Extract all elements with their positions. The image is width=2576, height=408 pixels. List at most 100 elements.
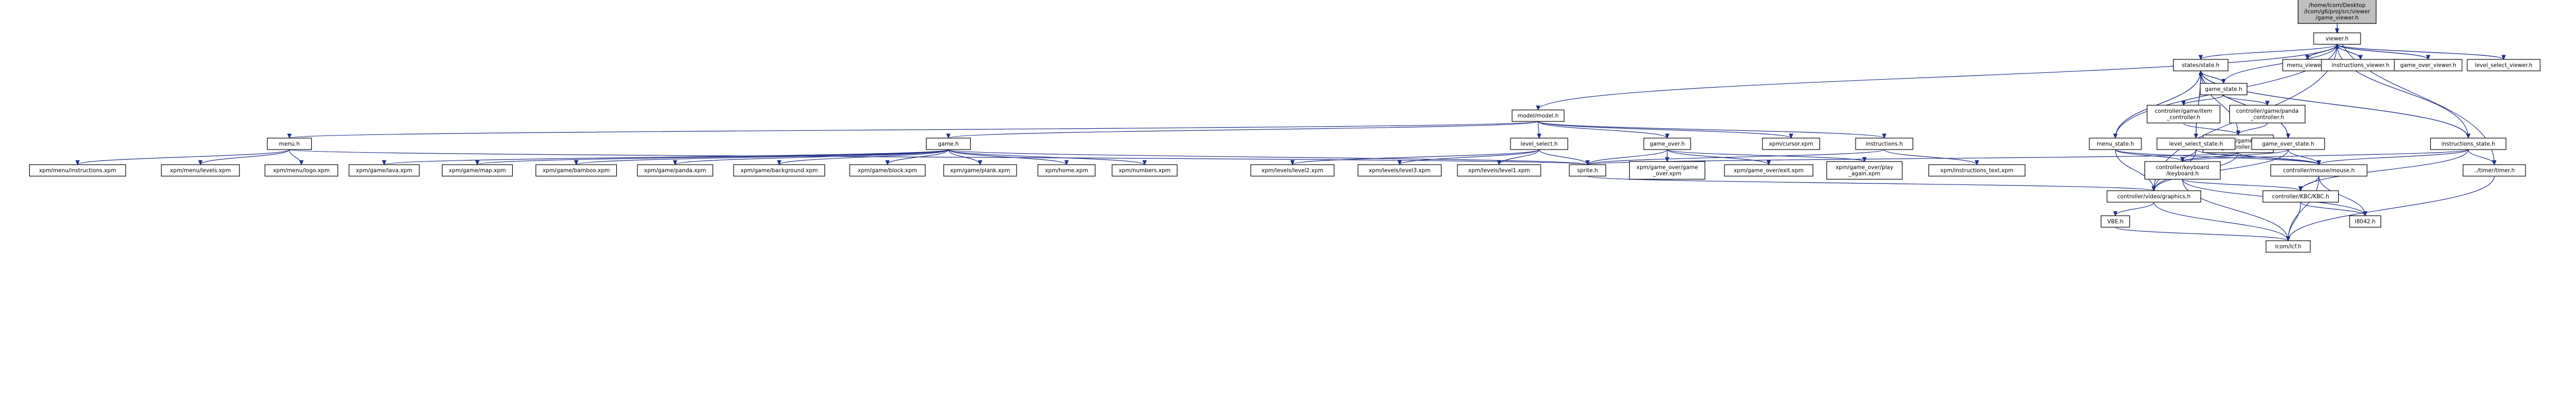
node-label-xpm_home_xpm-0: xpm/home.xpm xyxy=(1045,168,1088,174)
node-game_h[interactable]: game.h xyxy=(925,138,971,150)
node-label-root-2: /game_viewer.h xyxy=(2316,15,2359,21)
edge-menu_h-to-sprite_h xyxy=(289,149,1588,165)
edge-menu_h-to-xpm_menu_logo_xpm xyxy=(289,149,302,165)
node-root[interactable]: /home/lcom/Desktop/lcom/g6/proj/src/view… xyxy=(2298,0,2377,24)
node-controller_mouse_mouse_h[interactable]: controller/mouse/mouse.h xyxy=(2270,164,2368,177)
node-label-xpm_game_background_xpm-0: xpm/game/background.xpm xyxy=(741,168,818,174)
node-label-game_over_h-0: game_over.h xyxy=(1649,141,1684,147)
node-menu_h[interactable]: menu.h xyxy=(267,138,312,150)
edge-game_h-to-xpm_home_xpm xyxy=(948,149,1067,165)
edge-instructions_state_h-to-controller_mouse_mouse_h xyxy=(2318,149,2469,165)
arrowhead-vbe_h-to-lcom_lcf_h xyxy=(2286,236,2291,242)
edge-controller_game_map_controller_h-to-sprite_h xyxy=(1587,152,2239,165)
node-controller_keyboard_keyboard_h[interactable]: controller/keyboard/keyboard.h xyxy=(2144,161,2221,180)
node-xpm_game_block_xpm: xpm/game/block.xpm xyxy=(849,164,926,177)
node-layer: /home/lcom/Desktop/lcom/g6/proj/src/view… xyxy=(29,0,2541,253)
arrowhead-model_model_h-to-game_h xyxy=(946,133,951,139)
node-timer_timer_h[interactable]: ../timer/timer.h xyxy=(2463,164,2526,177)
node-box-viewer_h xyxy=(2313,32,2361,45)
edge-game_h-to-xpm_game_block_xpm xyxy=(887,149,949,165)
node-label-model_model_h-0: model/model.h xyxy=(1518,113,1559,119)
node-box-xpm_game_bamboo_xpm xyxy=(535,164,617,177)
node-label-lcom_lcf_h-0: lcom/lcf.h xyxy=(2275,244,2302,250)
edge-menu_state_h-to-states_state_h xyxy=(2115,70,2201,139)
node-xpm_game_lava_xpm: xpm/game/lava.xpm xyxy=(348,164,420,177)
node-box-game_over_h xyxy=(1643,138,1691,150)
edge-level_select_h-to-xpm_levels_level3_xpm xyxy=(1399,149,1540,165)
arrowhead-game_state_h-to-controller_game_panda_controller_h xyxy=(2265,101,2270,106)
edge-level_select_viewer_h-to-viewer_h xyxy=(2337,44,2504,60)
node-xpm_game_map_xpm: xpm/game/map.xpm xyxy=(441,164,513,177)
node-box-xpm_game_block_xpm xyxy=(849,164,926,177)
node-box-xpm_levels_level3_xpm xyxy=(1357,164,1442,177)
node-model_model_h[interactable]: model/model.h xyxy=(1512,109,1565,122)
node-label-game_over_state_h-0: game_over_state.h xyxy=(2262,141,2314,147)
node-xpm_game_bamboo_xpm: xpm/game/bamboo.xpm xyxy=(535,164,617,177)
arrowhead-game_h-to-xpm_game_lava_xpm xyxy=(382,160,387,166)
node-i8042_h[interactable]: i8042.h xyxy=(2349,215,2381,228)
node-instructions_state_h[interactable]: instructions_state.h xyxy=(2430,138,2507,150)
node-label-instructions_viewer_h-0: instructions_viewer.h xyxy=(2332,63,2390,69)
edge-controller_keyboard_keyboard_h-to-lcom_lcf_h xyxy=(2182,179,2289,241)
node-label-controller_game_panda_controller_h-1: _controller.h xyxy=(2250,115,2284,121)
node-label-xpm_game_map_xpm-0: xpm/game/map.xpm xyxy=(449,168,506,174)
edge-level_select_h-to-sprite_h xyxy=(1539,149,1588,165)
edge-game_h-to-xpm_game_bamboo_xpm xyxy=(576,149,949,165)
node-box-controller_kbc_kbc_h xyxy=(2262,190,2339,203)
node-label-game_h-0: game.h xyxy=(938,141,959,147)
node-label-menu_h-0: menu.h xyxy=(279,141,300,147)
node-box-i8042_h xyxy=(2349,215,2381,228)
node-box-xpm_instructions_text_xpm xyxy=(1928,164,2026,177)
node-instructions_h[interactable]: instructions.h xyxy=(1855,138,1913,150)
node-viewer_h[interactable]: viewer.h xyxy=(2313,32,2361,45)
node-controller_kbc_kbc_h[interactable]: controller/KBC/KBC.h xyxy=(2262,190,2339,203)
node-label-xpm_game_lava_xpm-0: xpm/game/lava.xpm xyxy=(356,168,412,174)
arrowhead-controller_kbc_kbc_h-to-i8042_h xyxy=(2363,211,2368,217)
node-vbe_h[interactable]: VBE.h xyxy=(2100,215,2130,228)
node-xpm_levels_level2_xpm: xpm/levels/level2.xpm xyxy=(1250,164,1335,177)
node-label-controller_keyboard_keyboard_h-0: controller/keyboard xyxy=(2156,165,2209,171)
edge-instructions_h-to-xpm_instructions_text_xpm xyxy=(1884,149,1977,165)
arrowhead-model_model_h-to-instructions_h xyxy=(1882,133,1887,139)
node-label-level_select_h-0: level_select.h xyxy=(1520,141,1557,147)
node-instructions_viewer_h[interactable]: instructions_viewer.h xyxy=(2321,59,2400,71)
edge-sprite_h-to-controller_video_graphics_h xyxy=(1587,176,2154,191)
node-box-game_over_state_h xyxy=(2251,138,2325,150)
node-menu_state_h[interactable]: menu_state.h xyxy=(2089,138,2142,150)
edge-level_select_h-to-xpm_levels_level1_xpm xyxy=(1499,149,1540,165)
node-menu_viewer_h[interactable]: menu_viewer.h xyxy=(2282,59,2333,71)
edge-controller_kbc_kbc_h-to-i8042_h xyxy=(2300,202,2366,216)
node-states_state_h[interactable]: states/state.h xyxy=(2173,59,2229,71)
node-game_state_h[interactable]: game_state.h xyxy=(2200,83,2248,95)
edge-game_over_h-to-xpm_game_over_exit_xpm xyxy=(1667,149,1769,165)
node-xpm_menu_levels_xpm: xpm/menu/levels.xpm xyxy=(161,164,240,177)
node-box-level_select_viewer_h xyxy=(2467,59,2541,71)
node-sprite_h[interactable]: sprite.h xyxy=(1569,164,1606,177)
arrowhead-instructions_h-to-sprite_h xyxy=(1585,160,1590,166)
node-box-xpm_game_panda_xpm xyxy=(637,164,714,177)
node-controller_game_panda_controller_h[interactable]: controller/game/panda_controller.h xyxy=(2229,105,2306,123)
node-xpm_game_panda_xpm: xpm/game/panda.xpm xyxy=(637,164,714,177)
edge-model_model_h-to-game_over_h xyxy=(1538,121,1668,139)
node-label-xpm_levels_level3_xpm-0: xpm/levels/level3.xpm xyxy=(1369,168,1431,174)
node-box-xpm_levels_level1_xpm xyxy=(1457,164,1541,177)
node-box-xpm_game_plank_xpm xyxy=(943,164,1017,177)
node-game_over_state_h[interactable]: game_over_state.h xyxy=(2251,138,2325,150)
edge-game_over_h-to-xpm_game_over_play_again_xpm xyxy=(1667,149,1865,162)
node-xpm_instructions_text_xpm: xpm/instructions_text.xpm xyxy=(1928,164,2026,177)
node-game_over_h[interactable]: game_over.h xyxy=(1643,138,1691,150)
node-game_over_viewer_h[interactable]: game_over_viewer.h xyxy=(2394,59,2463,71)
edge-game_h-to-xpm_game_background_xpm xyxy=(779,149,949,165)
node-label-controller_keyboard_keyboard_h-1: /keyboard.h xyxy=(2166,171,2199,177)
node-box-states_state_h xyxy=(2173,59,2229,71)
node-level_select_h[interactable]: level_select.h xyxy=(1510,138,1568,150)
edge-game_h-to-xpm_game_map_xpm xyxy=(477,149,949,165)
node-label-controller_game_panda_controller_h-0: controller/game/panda xyxy=(2236,108,2299,115)
node-label-xpm_levels_level1_xpm-0: xpm/levels/level1.xpm xyxy=(1468,168,1530,174)
node-controller_game_item_controller_h[interactable]: controller/game/item_controller.h xyxy=(2147,105,2220,123)
edge-game_over_state_h-to-states_state_h xyxy=(2200,70,2289,139)
node-controller_video_graphics_h[interactable]: controller/video/graphics.h xyxy=(2107,190,2201,203)
node-level_select_state_h[interactable]: level_select_state.h xyxy=(2156,138,2236,150)
node-level_select_viewer_h[interactable]: level_select_viewer.h xyxy=(2467,59,2541,71)
node-label-sprite_h-0: sprite.h xyxy=(1577,168,1598,174)
